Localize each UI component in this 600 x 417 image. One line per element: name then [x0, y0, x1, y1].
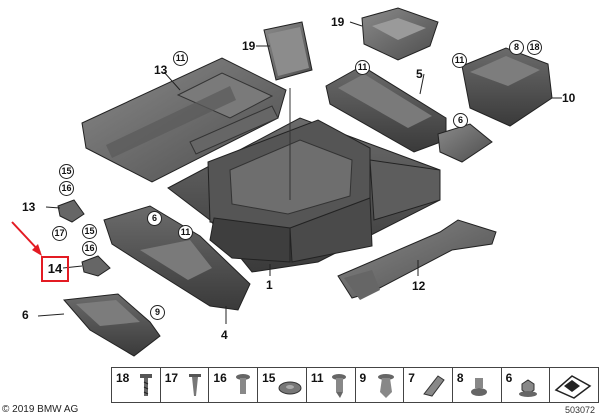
- legend-number: 17: [164, 371, 179, 385]
- expanding-rivet-icon: [188, 374, 201, 396]
- legend-cell-assembly[interactable]: [550, 368, 598, 402]
- part-1-storage-tub: [167, 88, 441, 273]
- legend-number: 18: [116, 371, 130, 385]
- legend-number: 6: [505, 371, 513, 385]
- fastener-legend: 18 17 16 15: [111, 367, 599, 403]
- ref-circle-15: 15: [59, 164, 74, 179]
- ref-circle-6: 6: [147, 211, 162, 226]
- plug-clip-icon: [331, 374, 346, 398]
- part-14-clip: [81, 255, 111, 277]
- leader-lines: [37, 21, 562, 324]
- callout-2: 13: [154, 63, 168, 77]
- part-19-bracket: [361, 7, 439, 61]
- hex-nut-icon: [470, 378, 487, 396]
- highlight-arrow: [11, 221, 42, 256]
- torx-screw-icon: [140, 374, 152, 396]
- callout-14: 14: [47, 261, 63, 276]
- ref-circle-17: 17: [52, 226, 67, 241]
- assembly-icon: [554, 375, 592, 399]
- ref-circle-8: 8: [509, 40, 524, 55]
- collar-nut-icon: [518, 379, 537, 397]
- push-pin-icon: [236, 374, 251, 394]
- ref-circle-6: 6: [453, 113, 468, 128]
- ref-circle-11: 11: [178, 225, 193, 240]
- callout-4: 4: [221, 328, 228, 342]
- legend-number: 15: [262, 371, 276, 385]
- ref-circle-11: 11: [173, 51, 188, 66]
- part-4-mount: [103, 205, 251, 311]
- copyright-notice: © 2019 BMW AG: [2, 404, 79, 415]
- callout-1: 1: [266, 278, 273, 292]
- callout-10: 10: [562, 91, 576, 105]
- callout-5: 5: [416, 67, 423, 81]
- part-10-tray: [461, 47, 553, 127]
- diagram-code: 503072: [565, 405, 596, 415]
- spreader-clip-icon: [377, 374, 394, 398]
- legend-cell-7[interactable]: 7: [404, 368, 453, 402]
- ref-circle-16: 16: [82, 241, 97, 256]
- ref-circle-9: 9: [150, 305, 165, 320]
- hook-clip-icon: [423, 375, 445, 397]
- ref-circle-11: 11: [355, 60, 370, 75]
- legend-cell-8[interactable]: 8: [453, 368, 502, 402]
- callout-7: 6: [22, 308, 29, 322]
- legend-number: 16: [213, 371, 227, 385]
- legend-number: 8: [456, 371, 464, 385]
- part-7-tray: [62, 293, 161, 357]
- legend-cell-9[interactable]: 9: [356, 368, 405, 402]
- legend-cell-11[interactable]: 11: [307, 368, 356, 402]
- ref-circle-15: 15: [82, 224, 97, 239]
- legend-cell-18[interactable]: 18: [112, 368, 161, 402]
- callout-13: 13: [22, 200, 36, 214]
- part-12-strap: [337, 219, 497, 300]
- legend-number: 9: [359, 371, 367, 385]
- callout-12: 12: [412, 279, 426, 293]
- part-13-clip: [57, 199, 85, 223]
- ref-circle-16: 16: [59, 181, 74, 196]
- legend-cell-17[interactable]: 17: [161, 368, 210, 402]
- callout-3: 19: [242, 39, 256, 53]
- highlighted-part-14[interactable]: 14: [41, 256, 69, 282]
- part-2-side-panel: [81, 57, 287, 183]
- callout-19: 19: [331, 15, 345, 29]
- legend-number: 7: [408, 371, 415, 385]
- legend-number: 11: [310, 371, 324, 385]
- round-clip-icon: [278, 381, 302, 395]
- ref-circle-18: 18: [527, 40, 542, 55]
- legend-cell-6[interactable]: 6: [502, 368, 551, 402]
- legend-cell-16[interactable]: 16: [209, 368, 259, 402]
- legend-cell-15[interactable]: 15: [258, 368, 307, 402]
- ref-circle-11: 11: [452, 53, 467, 68]
- part-3-cover: [263, 21, 313, 81]
